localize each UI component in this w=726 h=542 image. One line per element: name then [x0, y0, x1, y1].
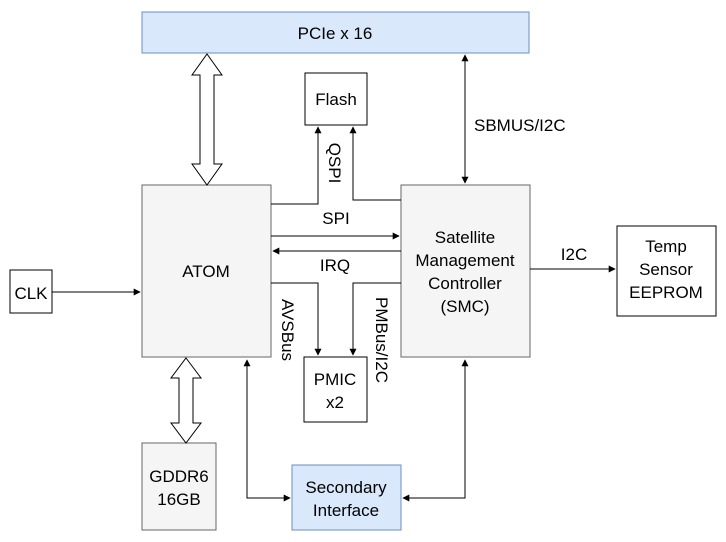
secondary-label-line-2: Interface	[313, 501, 379, 520]
flash-label: Flash	[315, 90, 357, 109]
gddr6-block: GDDR6 16GB	[141, 442, 217, 531]
clk-label: CLK	[14, 284, 48, 303]
clk-block: CLK	[9, 269, 53, 314]
flash-block: Flash	[304, 72, 368, 126]
qspi-label: QSPI	[325, 143, 344, 184]
pmbus-line	[349, 282, 401, 356]
smc-label-line-3: Controller	[428, 274, 502, 293]
pmic-block: PMIC x2	[303, 356, 368, 423]
qspi-atom-to-flash-line	[271, 126, 322, 205]
spi-label: SPI	[322, 209, 349, 228]
smc-secondary-line	[402, 359, 469, 502]
atom-label: ATOM	[182, 262, 230, 281]
temp-label-line-2: Sensor	[639, 260, 693, 279]
temp-sensor-block: Temp Sensor EEPROM	[616, 225, 717, 317]
pcie-block: PCIe x 16	[141, 11, 530, 54]
smc-label-line-1: Satellite	[435, 228, 495, 247]
avsbus-label: AVSBus	[278, 299, 297, 361]
temp-label-line-3: EEPROM	[629, 283, 703, 302]
pcie-atom-bus-arrow	[191, 53, 223, 186]
pmic-label-line-1: PMIC	[314, 370, 357, 389]
qspi-smc-to-flash-line	[349, 126, 401, 201]
avsbus-line	[271, 282, 322, 356]
pmic-label-line-2: x2	[326, 393, 344, 412]
smc-label-line-2: Management	[415, 251, 515, 270]
gddr6-label-line-1: GDDR6	[149, 467, 209, 486]
pcie-label: PCIe x 16	[298, 24, 373, 43]
temp-label-line-1: Temp	[645, 237, 687, 256]
secondary-label-line-1: Secondary	[305, 478, 387, 497]
pmbus-label: PMBus/I2C	[372, 297, 391, 383]
i2c-label: I2C	[561, 245, 587, 264]
irq-label: IRQ	[320, 256, 350, 275]
gddr6-label-line-2: 16GB	[157, 490, 200, 509]
secondary-interface-block: Secondary Interface	[291, 464, 402, 531]
sbmus-label: SBMUS/I2C	[474, 116, 566, 135]
atom-gddr6-bus-arrow	[170, 357, 202, 444]
smc-block: Satellite Management Controller (SMC)	[400, 184, 531, 358]
atom-secondary-line	[243, 359, 291, 502]
smc-label-line-4: (SMC)	[440, 297, 489, 316]
atom-block: ATOM	[141, 184, 272, 358]
